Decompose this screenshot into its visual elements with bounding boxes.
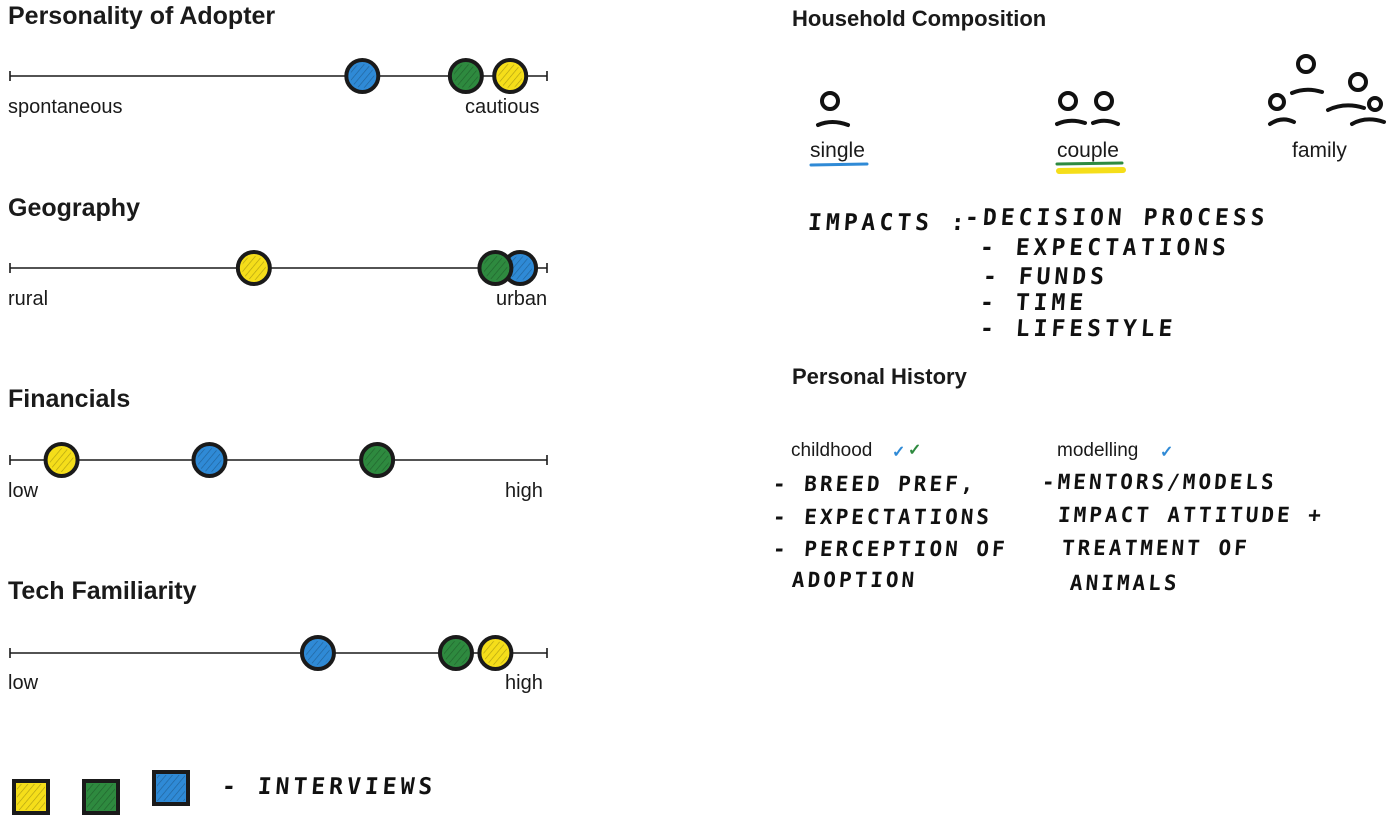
check-icon: ✓ [908,442,922,459]
check-icon: ✓ [1160,444,1174,461]
household-label-family: family [1292,139,1347,162]
marker-hatch [443,641,468,665]
modelling-note: ANIMALS [1069,571,1181,595]
slider-title: Tech Familiarity [8,577,197,605]
modelling-note: IMPACT ATTITUDE + [1057,503,1325,527]
marker-hatch [453,64,478,88]
impact-item: - LIFESTYLE [979,316,1178,342]
slider-right-label: cautious [465,96,540,118]
slider-title: Geography [8,194,140,222]
slider-right-label: high [505,480,543,502]
slider-title: Personality of Adopter [8,2,276,30]
swatch-hatch [17,784,45,810]
marker-hatch [49,448,74,472]
swatch-hatch [87,784,115,810]
childhood-note: ADOPTION [791,568,918,592]
history-title: Personal History [792,364,967,389]
marker-hatch [483,641,508,665]
marker-hatch [498,64,523,88]
impact-item: - FUNDS [982,264,1109,290]
marker-hatch [305,641,330,665]
household-label-single: single [810,139,865,162]
slider-left-label: spontaneous [8,96,123,118]
couple-icon [1055,91,1120,126]
slider-right-label: high [505,672,543,694]
slider-right-label: urban [496,288,548,310]
modelling-label: modelling [1057,440,1139,461]
marker-hatch [241,256,266,280]
slider-left-label: low [8,480,39,502]
impacts-label: IMPACTS : [807,210,970,236]
childhood-note: - BREED PREF, [772,472,978,496]
slider-left-label: low [8,672,39,694]
impact-item: -DECISION PROCESS [964,205,1270,231]
check-icon: ✓ [892,444,906,461]
impact-item: - TIME [979,290,1089,316]
modelling-note: -MENTORS/MODELS [1041,470,1278,494]
slider-title: Financials [8,385,131,413]
single-person-icon [816,91,850,127]
modelling-note: TREATMENT OF [1061,536,1251,560]
childhood-label: childhood [791,440,873,461]
marker-hatch [197,448,222,472]
childhood-note: - PERCEPTION OF [772,537,1009,561]
marker-hatch [483,256,508,280]
marker-hatch [365,448,390,472]
household-title: Household Composition [792,6,1047,31]
family-icon [1268,54,1386,126]
marker-hatch [350,64,375,88]
marker-hatch [508,256,533,280]
household-label-couple: couple [1057,139,1119,162]
impact-item: - EXPECTATIONS [979,235,1231,261]
swatch-hatch [157,775,185,801]
slider-left-label: rural [8,288,49,310]
childhood-note: - EXPECTATIONS [772,505,993,529]
